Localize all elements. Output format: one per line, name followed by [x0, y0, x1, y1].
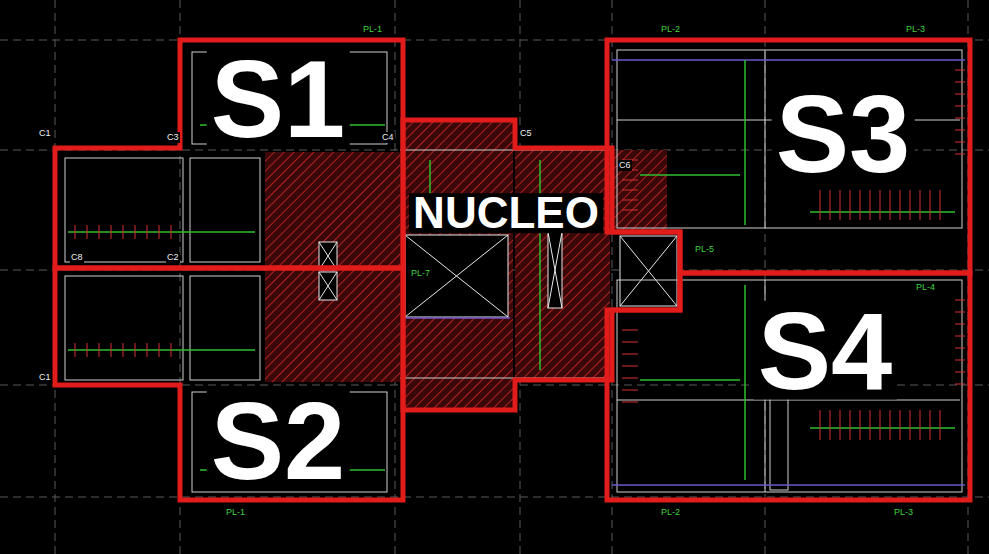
slab-zone: S3: [607, 40, 970, 273]
beam-tag: PL-2: [660, 507, 681, 518]
beam-tag: PL-5: [694, 244, 715, 255]
slab-zone: S1: [55, 40, 403, 268]
beam-tag: PL-7: [410, 268, 431, 279]
zone-border: [607, 273, 970, 500]
zone-border: [55, 268, 403, 500]
column-tag: C1: [38, 372, 52, 383]
column-tag: C2: [166, 252, 180, 263]
zone-name: S3: [772, 84, 915, 183]
shaft-openings: [319, 232, 677, 317]
zone-outline: [403, 120, 680, 410]
beam-tag: PL-3: [905, 24, 926, 35]
column-tag: C3: [166, 132, 180, 143]
zone-name: S4: [754, 301, 897, 400]
slab-zone: S4: [607, 273, 970, 500]
zone-name: NUCLEO: [409, 193, 603, 233]
beam-tag: PL-1: [362, 24, 383, 35]
zone-border: [403, 120, 680, 410]
beam-tag: PL-3: [893, 507, 914, 518]
zone-border: [55, 40, 403, 268]
column-tag: C8: [70, 252, 84, 263]
column-tag: C5: [519, 128, 533, 139]
zone-border: [607, 40, 970, 273]
slab-zone: NUCLEO: [403, 120, 680, 410]
zone-name: S1: [207, 49, 350, 148]
beam-tag: PL-2: [660, 24, 681, 35]
beam-tag: PL-4: [915, 282, 936, 293]
beam-tag: PL-1: [225, 507, 246, 518]
column-tag: C1: [38, 128, 52, 139]
slab-zone: S2: [55, 268, 403, 500]
column-tag: C6: [618, 160, 632, 171]
column-tag: C4: [381, 132, 395, 143]
zone-name: S2: [207, 391, 350, 490]
